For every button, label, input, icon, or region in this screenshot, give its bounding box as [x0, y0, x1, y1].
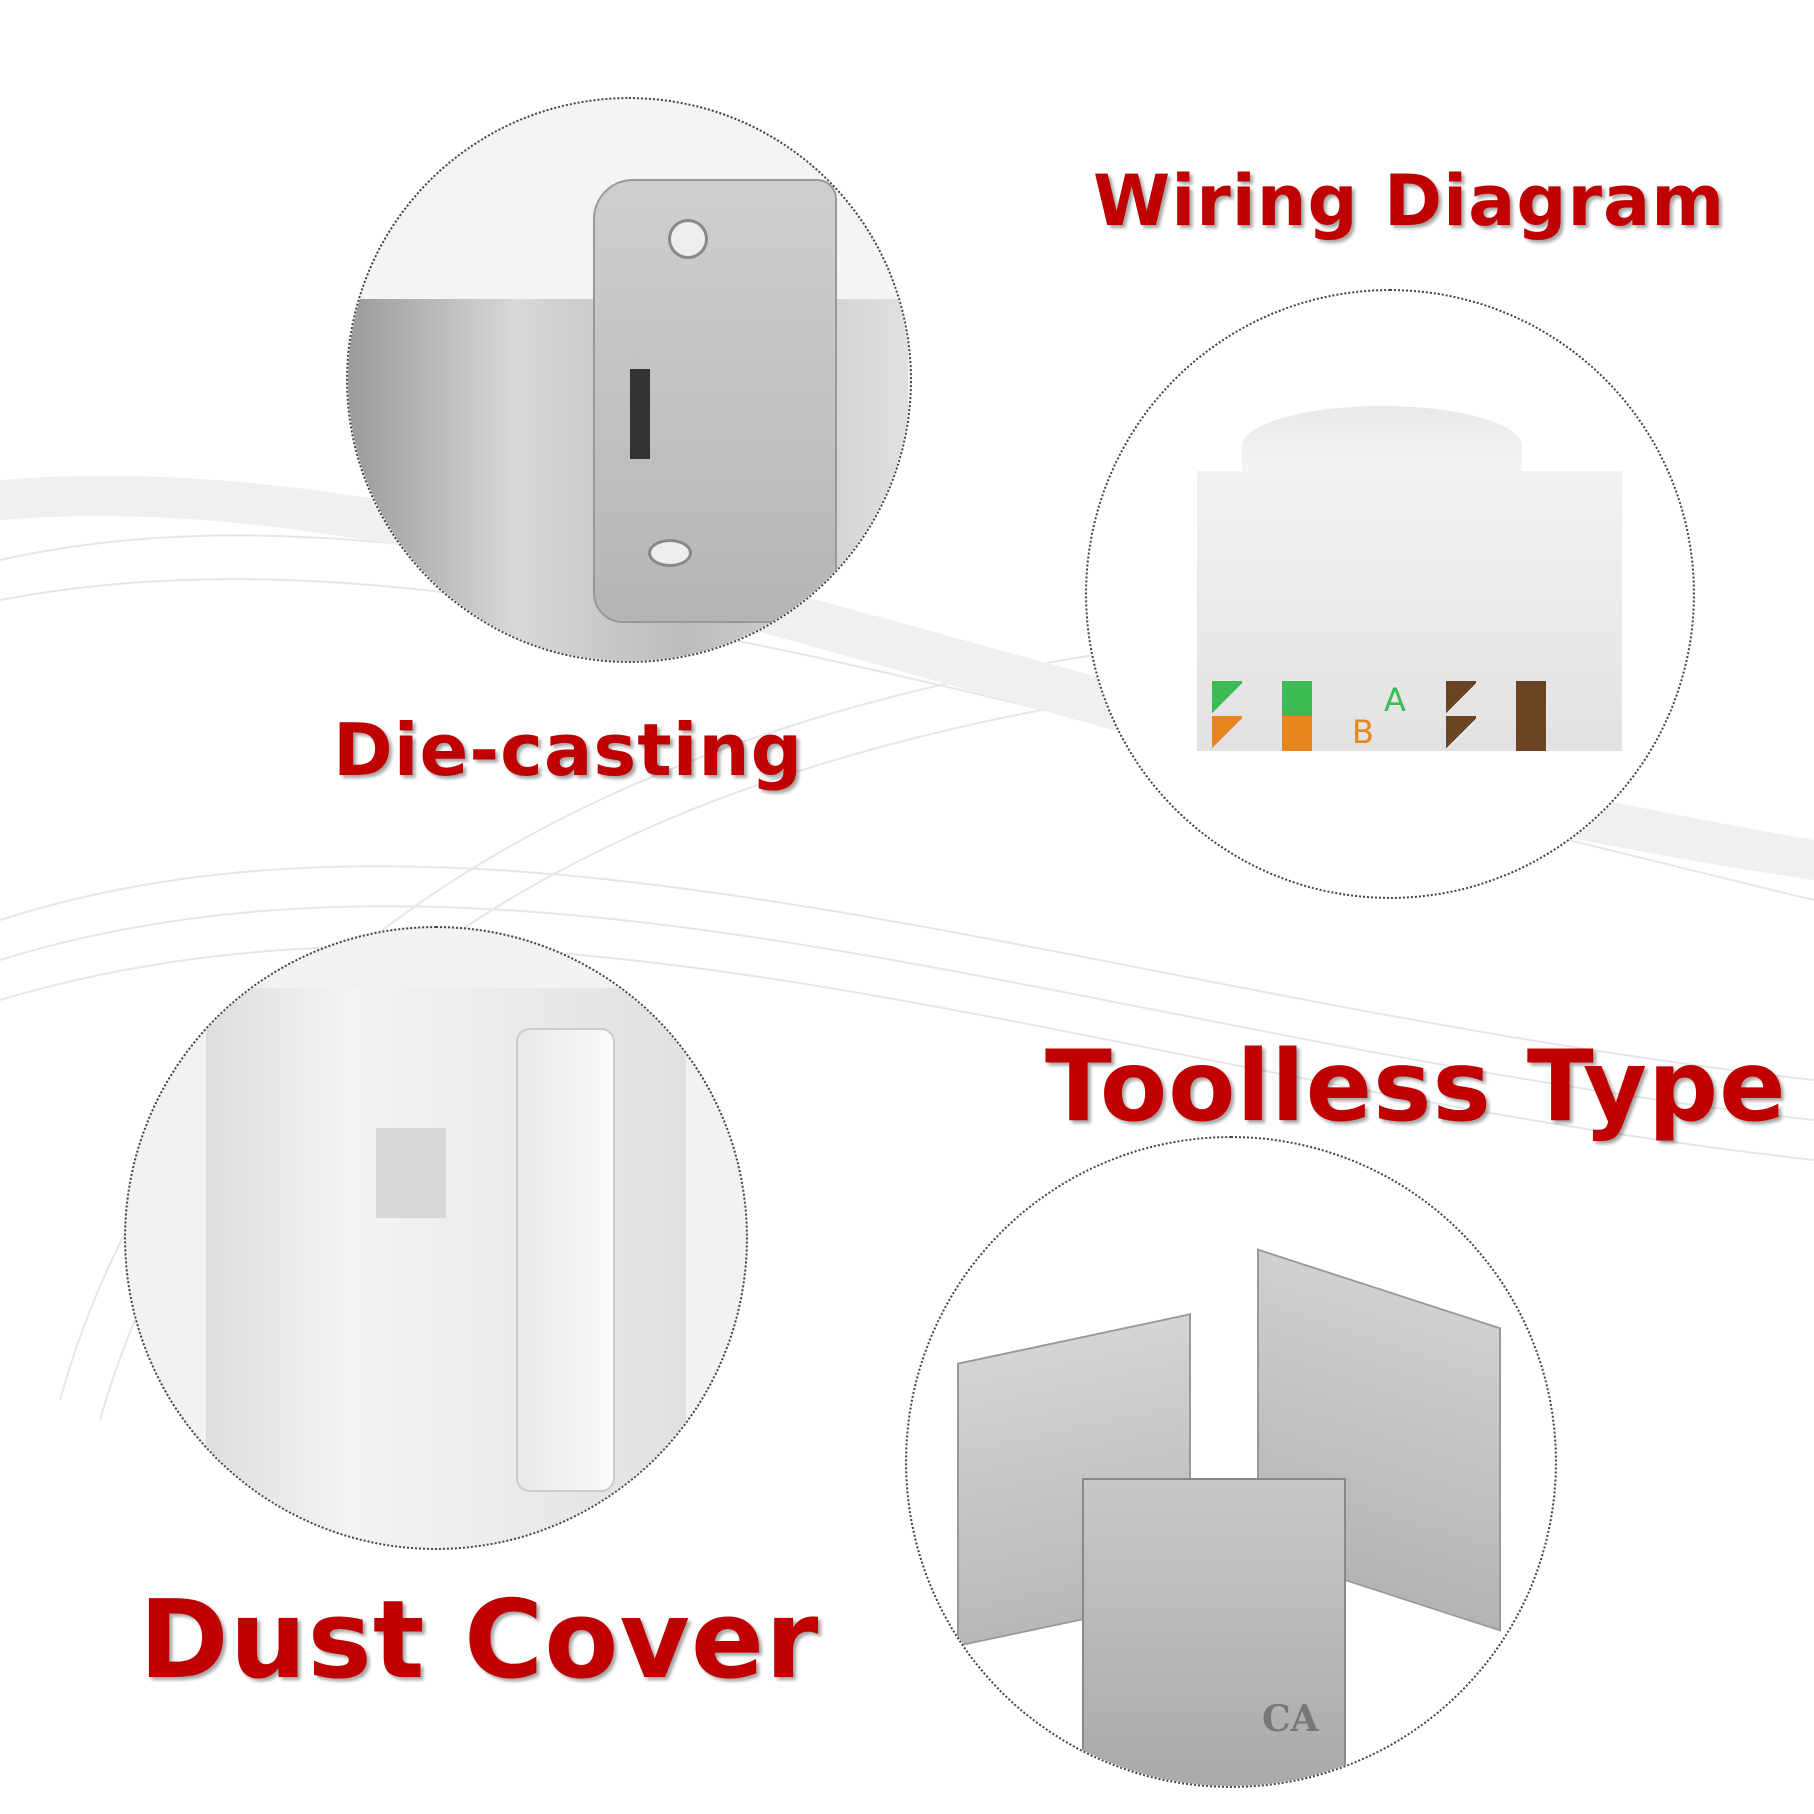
wire-green-orange-striped — [1212, 681, 1242, 751]
toolless-type-image: CA — [905, 1136, 1557, 1788]
jack-print: CA — [1262, 1698, 1319, 1740]
die-casting-image — [346, 97, 912, 663]
hinge-plate — [593, 179, 837, 623]
wire-green-orange — [1282, 681, 1312, 751]
dust-cover-image — [124, 926, 748, 1550]
wiring-diagram-image: B A — [1085, 289, 1695, 899]
wire-brown — [1515, 681, 1546, 751]
jack-center-body — [1082, 1478, 1346, 1786]
wiring-marker-a: A — [1383, 681, 1406, 719]
slot — [630, 369, 650, 459]
dust-cover-flap — [516, 1028, 615, 1492]
jack-body — [1197, 471, 1622, 751]
wiring-marker-b: B — [1352, 713, 1374, 751]
dust-cover-label: Dust Cover — [139, 1578, 820, 1703]
wiring-diagram-label: Wiring Diagram — [1093, 160, 1726, 242]
toolless-type-label: Toolless Type — [1045, 1030, 1787, 1144]
wire-brown-striped — [1445, 681, 1476, 751]
hinge-hole-icon — [648, 539, 692, 567]
cover-latch — [376, 1128, 446, 1218]
die-casting-label: Die-casting — [333, 708, 804, 792]
hinge-hole-icon — [668, 219, 708, 259]
